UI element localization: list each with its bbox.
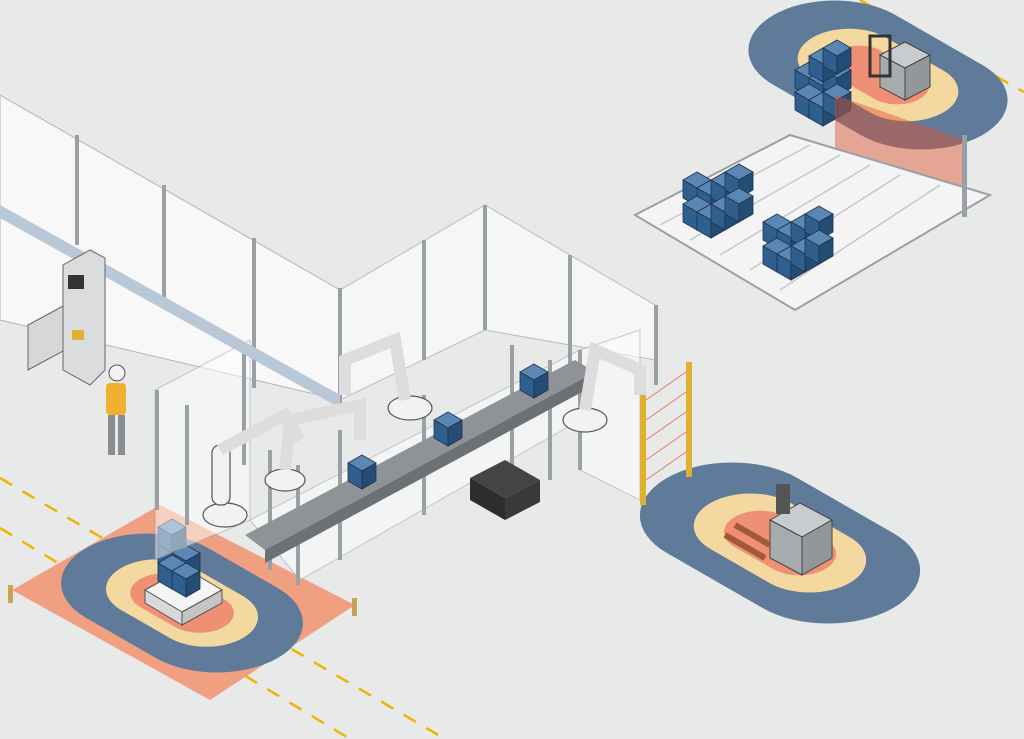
scanner-post-icon [8,585,13,603]
light-curtain-icon [835,95,965,200]
robot-arm-icon [339,331,433,421]
robot-arm-icon [562,341,646,433]
robot-arms [202,331,646,528]
agv-safety-zone-left [8,505,357,700]
scanner-post-icon [352,598,357,616]
roller-conveyor-rack [632,133,993,312]
pallet-icon [470,460,540,520]
robot-arm-icon [264,397,366,492]
robot-arm-icon [202,407,306,528]
agv-safety-zone-right [639,462,921,624]
control-cabinet-icon [27,249,106,386]
agv-safety-zone-top-right [748,0,1008,200]
light-curtain-icon [640,362,692,505]
worker-icon [106,364,126,455]
forklift-agv-icon [868,34,932,101]
forklift-agv-icon [723,484,834,576]
